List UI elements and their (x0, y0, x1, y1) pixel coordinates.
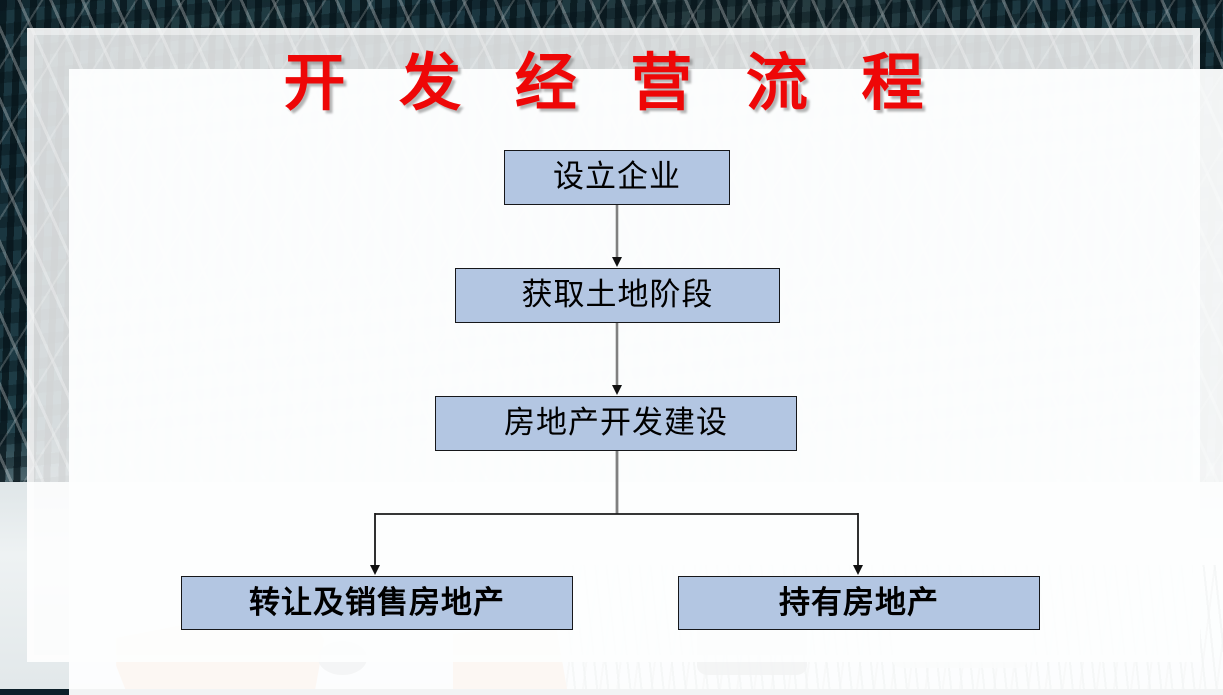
flow-node-real-estate-development[interactable]: 房地产开发建设 (435, 396, 797, 451)
slide-title: 开 发 经 营 流 程 (283, 46, 940, 119)
flow-node-transfer-and-sale[interactable]: 转让及销售房地产 (181, 576, 573, 630)
flow-node-hold-real-estate[interactable]: 持有房地产 (678, 576, 1040, 630)
flow-node-establish-enterprise[interactable]: 设立企业 (504, 150, 730, 205)
flow-node-land-acquisition[interactable]: 获取土地阶段 (455, 268, 780, 323)
